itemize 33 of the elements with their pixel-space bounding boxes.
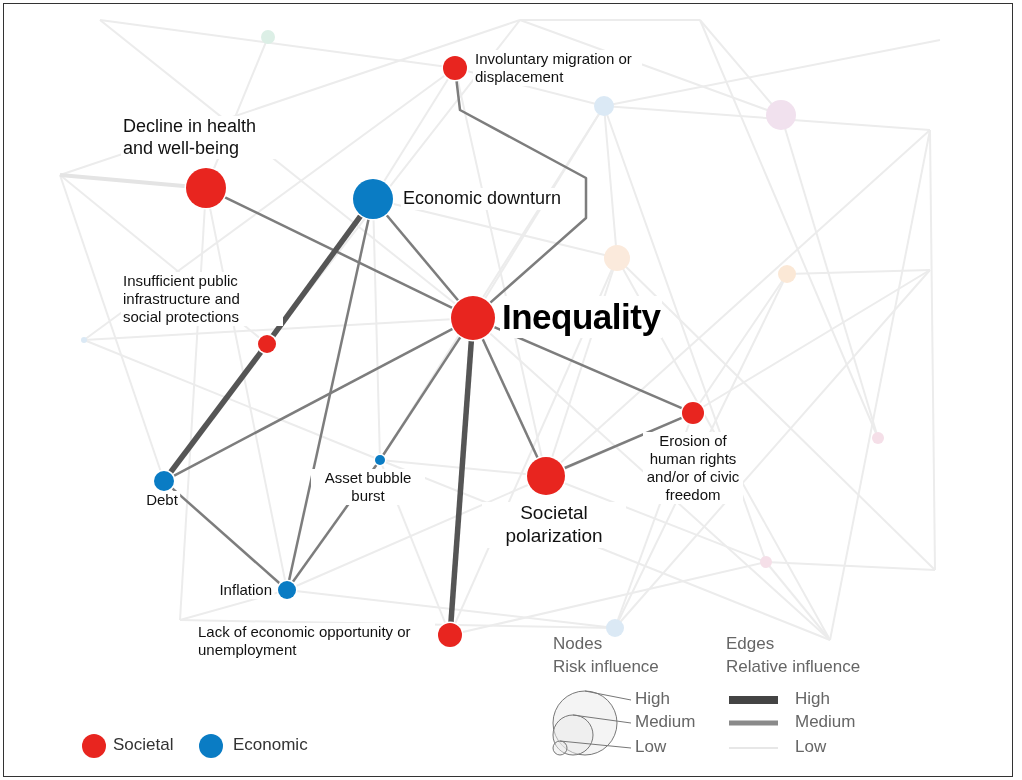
connector-line (492, 325, 684, 410)
legend-label: Low (795, 737, 827, 758)
connector-line (223, 195, 454, 310)
connector-line (448, 339, 475, 624)
legend-label: Medium (635, 712, 696, 733)
legend-label: Societal (113, 735, 174, 756)
node-label: Insufficient public infrastructure and social protections (121, 272, 283, 326)
connector-line (172, 327, 455, 478)
node-label: Societal polarization (482, 502, 626, 548)
connector-line (455, 79, 588, 305)
legend-label: Low (635, 737, 667, 758)
connector-line (170, 486, 282, 585)
node-label: Inequality (500, 296, 663, 338)
legend-label: Economic (233, 735, 308, 756)
connector-line (167, 349, 264, 475)
legend-subtitle: Relative influence (726, 657, 861, 678)
node-label: Inflation (217, 581, 274, 599)
connector-line (563, 416, 684, 470)
connector-line (481, 337, 540, 460)
connector-line (270, 213, 364, 339)
node-label: Asset bubble burst (311, 469, 425, 505)
legend-subtitle: Risk influence (553, 657, 659, 678)
legend-label: High (635, 689, 670, 710)
node-label: Involuntary migration or displacement (473, 50, 642, 86)
legend-title: Edges (726, 634, 775, 655)
legend-label: High (795, 689, 830, 710)
connector-line (381, 335, 462, 457)
legend-label: Medium (795, 712, 856, 733)
connector-line (384, 213, 460, 302)
connector-line (287, 218, 370, 582)
legend-title: Nodes (553, 634, 603, 655)
node-label: Lack of economic opportunity or unemployment (196, 623, 435, 659)
node-label: Erosion of human rights and/or of civic freedom (643, 432, 743, 504)
